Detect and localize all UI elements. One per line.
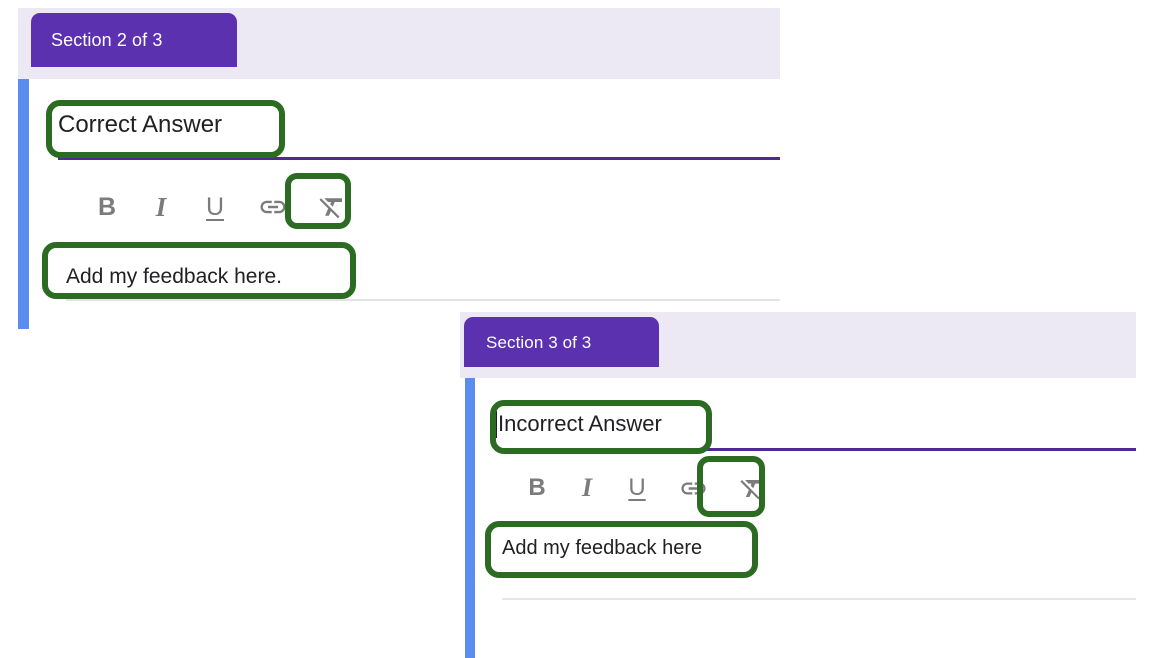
section-accent-bar bbox=[465, 378, 475, 658]
underline-button[interactable]: U bbox=[612, 462, 662, 514]
section-tab[interactable]: Section 2 of 3 bbox=[31, 13, 237, 67]
italic-icon: I bbox=[155, 191, 167, 222]
italic-button[interactable]: I bbox=[134, 180, 188, 234]
underline-icon: U bbox=[628, 474, 646, 501]
feedback-value: Add my feedback here bbox=[502, 537, 703, 559]
bold-icon: B bbox=[97, 192, 117, 221]
clear-formatting-icon bbox=[738, 474, 767, 503]
bold-icon: B bbox=[528, 474, 546, 501]
card-body bbox=[18, 79, 780, 329]
card-body bbox=[460, 378, 1136, 658]
form-card-section-3: Section 3 of 3 Incorrect Answer B I U bbox=[460, 312, 1136, 658]
clear-formatting-button[interactable] bbox=[304, 180, 360, 234]
form-card-section-2: Section 2 of 3 Correct Answer B I U bbox=[18, 8, 780, 329]
text-caret bbox=[495, 410, 497, 438]
link-icon bbox=[258, 192, 288, 222]
feedback-input[interactable]: Add my feedback here bbox=[502, 528, 1136, 568]
underline-icon: U bbox=[205, 192, 225, 221]
underline-button[interactable]: U bbox=[188, 180, 242, 234]
clear-formatting-button[interactable] bbox=[724, 462, 780, 514]
italic-button[interactable]: I bbox=[562, 462, 612, 514]
section-accent-bar bbox=[18, 79, 29, 329]
section-tab-label: Section 3 of 3 bbox=[486, 332, 592, 352]
feedback-underline bbox=[66, 299, 780, 301]
link-button[interactable] bbox=[242, 180, 304, 234]
rich-text-toolbar-row: B I U bbox=[512, 462, 852, 514]
feedback-input[interactable]: Add my feedback here. bbox=[66, 256, 780, 296]
answer-title-value: Incorrect Answer bbox=[498, 411, 662, 436]
section-divider bbox=[502, 598, 1136, 600]
italic-icon: I bbox=[581, 473, 593, 502]
link-icon bbox=[679, 474, 708, 503]
answer-title-underline bbox=[58, 157, 780, 160]
answer-title-underline bbox=[495, 448, 1136, 451]
section-tab[interactable]: Section 3 of 3 bbox=[464, 317, 659, 367]
answer-title-input[interactable]: Incorrect Answer bbox=[495, 404, 1136, 444]
link-button[interactable] bbox=[662, 462, 724, 514]
answer-title-value: Correct Answer bbox=[58, 111, 223, 138]
bold-button[interactable]: B bbox=[80, 180, 134, 234]
bold-button[interactable]: B bbox=[512, 462, 562, 514]
answer-title-input[interactable]: Correct Answer bbox=[58, 104, 780, 146]
clear-formatting-icon bbox=[317, 192, 347, 222]
rich-text-toolbar: B I U bbox=[80, 180, 440, 234]
section-tab-label: Section 2 of 3 bbox=[51, 30, 163, 50]
feedback-value: Add my feedback here. bbox=[66, 264, 282, 288]
